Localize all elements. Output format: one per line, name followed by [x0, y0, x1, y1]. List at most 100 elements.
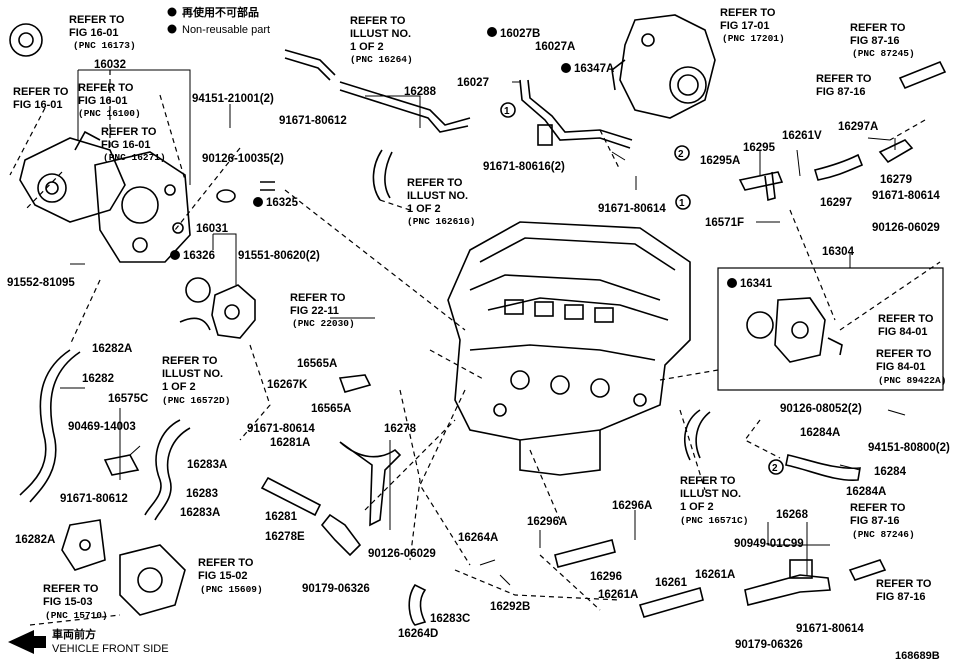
svg-text:REFER TO: REFER TO — [290, 292, 346, 304]
legend: 再使用不可部品 Non-reusable part — [167, 5, 270, 36]
part-label: 90126-08052(2) — [780, 403, 862, 415]
part-label: 91671-80616(2) — [483, 161, 565, 173]
part-label: 16571F — [705, 217, 744, 229]
svg-text:(PNC 87245): (PNC 87245) — [852, 48, 915, 59]
refer-note: REFER TO FIG 16-01 — [13, 86, 69, 111]
part-label: 91552-81095 — [7, 277, 75, 289]
svg-text:REFER TO: REFER TO — [680, 475, 736, 487]
legend-reuse-label: 再使用不可部品 — [182, 5, 259, 19]
part-labels: 16032 94151-21001(2) 90126-10035(2) 1632… — [7, 28, 950, 662]
part-label: 16295 — [743, 142, 776, 154]
part-label: 91671-80614 — [598, 203, 666, 215]
part-label: 91551-80620(2) — [238, 250, 320, 262]
svg-text:FIG 15-03: FIG 15-03 — [43, 596, 93, 608]
part-label: 16565A — [297, 358, 337, 370]
refer-note: REFER TO FIG 22-11 (PNC 22030) — [290, 292, 355, 329]
part-label: 16261V — [782, 130, 822, 142]
callout-2: 2 — [678, 149, 684, 160]
svg-text:(PNC 16572D): (PNC 16572D) — [162, 395, 230, 406]
svg-text:1 OF 2: 1 OF 2 — [407, 203, 441, 215]
engine-block-icon — [447, 221, 691, 476]
svg-text:REFER TO: REFER TO — [816, 73, 872, 85]
part-label: 16283C — [430, 613, 470, 625]
svg-text:FIG 22-11: FIG 22-11 — [290, 305, 339, 317]
part-label: 16027 — [457, 77, 489, 89]
refer-note: REFER TO FIG 16-01 (PNC 16100) — [78, 82, 141, 119]
part-label: 16027A — [535, 41, 575, 53]
svg-text:(PNC 16173): (PNC 16173) — [73, 40, 136, 51]
part-label: 16282A — [15, 534, 55, 546]
part-label: 16288 — [404, 86, 437, 98]
svg-text:REFER TO: REFER TO — [13, 86, 69, 98]
svg-text:REFER TO: REFER TO — [720, 7, 776, 19]
svg-text:(PNC 16571C): (PNC 16571C) — [680, 515, 748, 526]
refer-note: REFER TO FIG 15-03 (PNC 15710) — [43, 583, 108, 621]
part-label: 16282A — [92, 343, 132, 355]
front-label-jp: 車両前方 — [52, 627, 96, 641]
svg-text:ILLUST NO.: ILLUST NO. — [162, 368, 223, 380]
diagram-id: 168689B — [895, 650, 940, 662]
part-label: 90179-06326 — [302, 583, 370, 595]
nonreuse-dot-icon — [170, 250, 180, 260]
part-label: 91671-80614 — [872, 190, 940, 202]
svg-text:REFER TO: REFER TO — [878, 313, 934, 325]
part-label: 16575C — [108, 393, 148, 405]
refer-note: REFER TO ILLUST NO. 1 OF 2 (PNC 16571C) — [680, 475, 748, 526]
svg-text:REFER TO: REFER TO — [876, 578, 932, 590]
turbo-icon — [611, 14, 716, 119]
front-label-en: VEHICLE FRONT SIDE — [52, 643, 169, 655]
part-label: 16292B — [490, 601, 530, 613]
sub-assy-box — [717, 267, 944, 391]
refer-note: REFER TO ILLUST NO. 1 OF 2 (PNC 16264) — [350, 15, 413, 65]
refer-note: REFER TO FIG 17-01 (PNC 17201) — [720, 7, 785, 44]
svg-text:(PNC 22030): (PNC 22030) — [292, 318, 355, 329]
part-label: 16264D — [398, 628, 438, 640]
nonreuse-dot-icon — [167, 7, 177, 17]
svg-text:(PNC 15609): (PNC 15609) — [200, 584, 263, 595]
refer-note: REFER TO FIG 16-01 (PNC 16271) — [101, 126, 166, 163]
part-label: 16295A — [700, 155, 740, 167]
svg-text:FIG 87-16: FIG 87-16 — [876, 591, 926, 603]
svg-text:(PNC 89422A): (PNC 89422A) — [878, 375, 946, 386]
part-label: 16278 — [384, 423, 417, 435]
water-outlet-icon — [746, 297, 843, 363]
part-label: 16565A — [311, 403, 351, 415]
part-label: 16031 — [196, 223, 229, 235]
refer-note: REFER TO FIG 87-16 (PNC 87246) — [850, 502, 915, 540]
refer-note: REFER TO FIG 87-16 — [876, 578, 932, 603]
svg-text:FIG 16-01: FIG 16-01 — [69, 27, 119, 39]
svg-text:REFER TO: REFER TO — [69, 14, 125, 26]
callout-1-icon — [500, 102, 516, 118]
svg-text:1 OF 2: 1 OF 2 — [162, 381, 196, 393]
part-label: 16296 — [590, 571, 622, 583]
leader-lines — [60, 69, 906, 586]
part-label: 94151-21001(2) — [192, 93, 274, 105]
part-label: 16264A — [458, 532, 498, 544]
part-label: 16283A — [180, 507, 220, 519]
part-label: 16261A — [598, 589, 638, 601]
refer-note: REFER TO FIG 16-01 (PNC 16173) — [69, 14, 136, 51]
refer-notes: REFER TO FIG 16-01 (PNC 16173) REFER TO … — [13, 7, 946, 621]
part-label: 90126-06029 — [368, 548, 436, 560]
part-label: 16279 — [880, 174, 912, 186]
svg-text:(PNC 15710): (PNC 15710) — [45, 610, 108, 621]
nonreuse-dot-icon — [167, 24, 177, 34]
part-label: 16268 — [776, 509, 809, 521]
hose-icon — [19, 349, 427, 626]
svg-text:REFER TO: REFER TO — [162, 355, 218, 367]
part-label: 16261 — [655, 577, 688, 589]
part-label: 90179-06326 — [735, 639, 803, 651]
part-label: 91671-80614 — [796, 623, 864, 635]
svg-text:FIG 84-01: FIG 84-01 — [878, 326, 928, 338]
nonreuse-dot-icon — [561, 63, 571, 73]
svg-text:1 OF 2: 1 OF 2 — [350, 41, 384, 53]
legend-nonreuse-label: Non-reusable part — [182, 24, 270, 36]
part-label: 16297A — [838, 121, 878, 133]
nonreuse-dot-icon — [253, 197, 263, 207]
part-label: 16284A — [800, 427, 840, 439]
part-label: 90469-14003 — [68, 421, 136, 433]
part-label: 16284A — [846, 486, 886, 498]
svg-text:REFER TO: REFER TO — [78, 82, 134, 94]
part-label: 16283 — [186, 488, 218, 500]
